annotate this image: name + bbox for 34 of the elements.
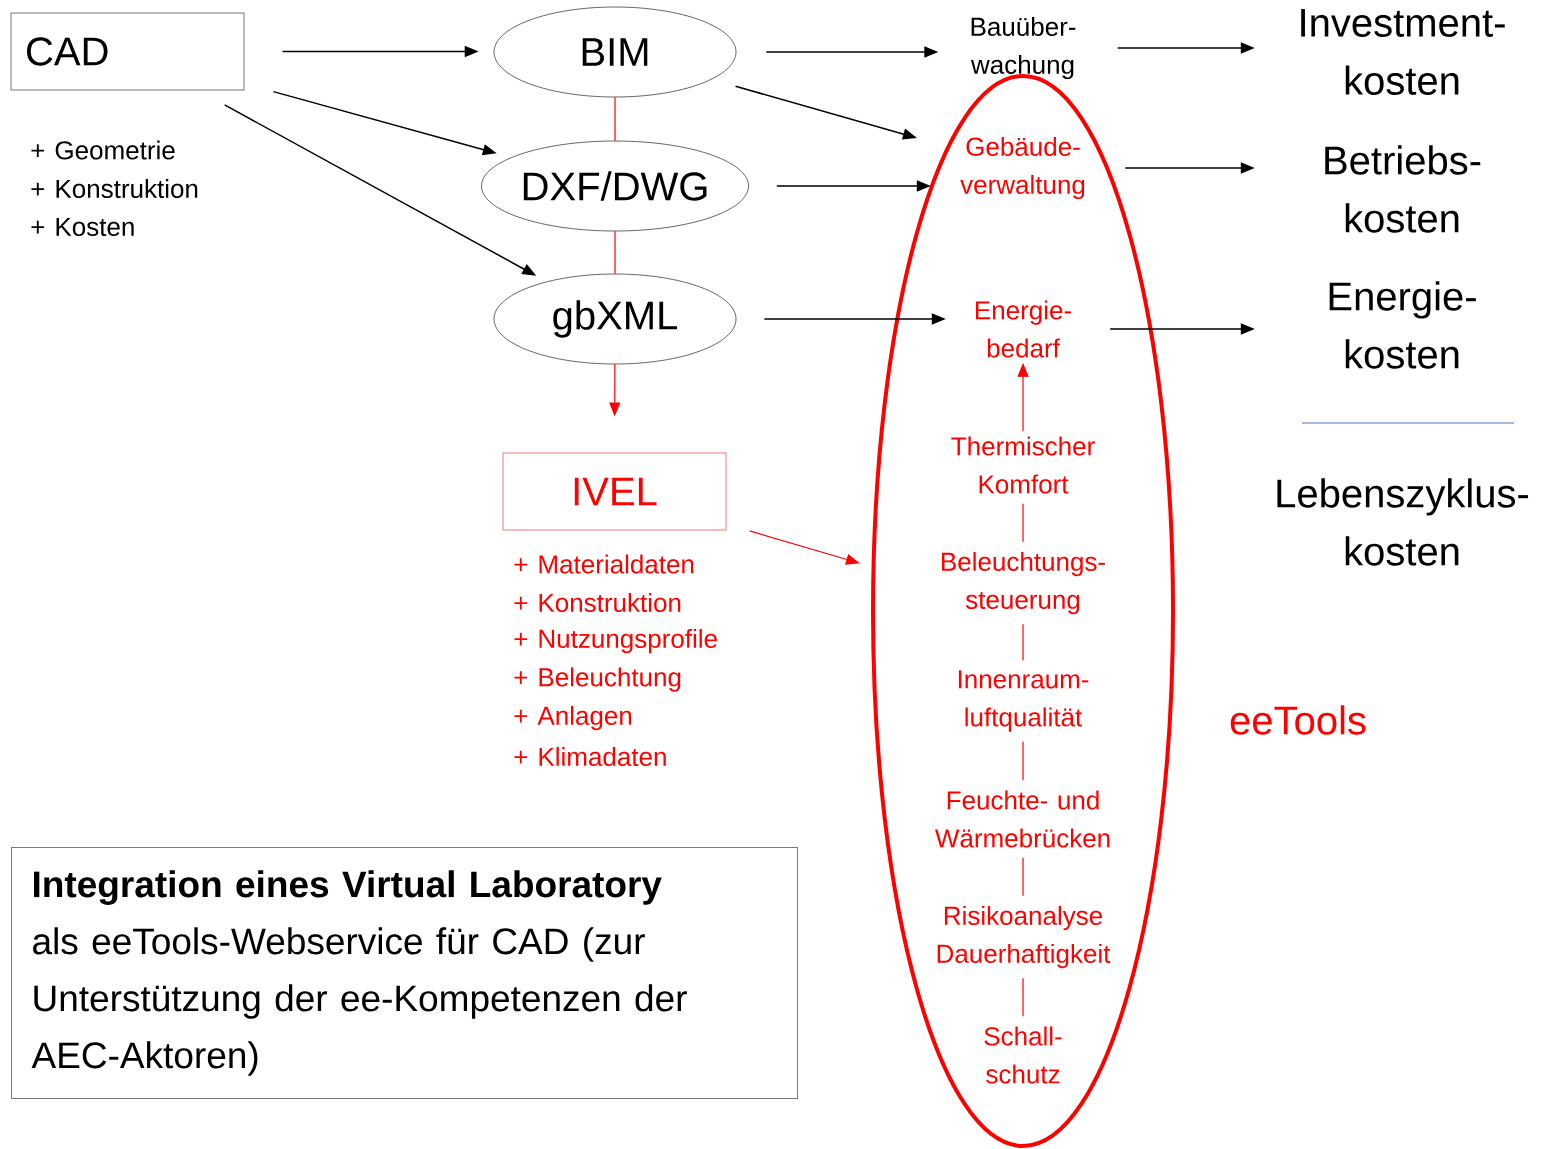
feature-list-item: + Beleuchtung xyxy=(514,667,681,692)
feature-list-item: + Nutzungsprofile xyxy=(514,628,717,654)
connector-line xyxy=(1022,623,1024,661)
feature-list-item: + Anlagen xyxy=(514,705,632,731)
connector-line xyxy=(1022,857,1024,897)
tool-name: eeTools xyxy=(1230,705,1366,735)
connector-line xyxy=(614,230,616,275)
cost-label: Lebenszyklus- kosten xyxy=(1277,478,1529,566)
topic-label: Risikoanalyse Dauerhaftigkeit xyxy=(937,905,1111,969)
cost-label: Betriebs- kosten xyxy=(1325,145,1481,233)
feature-list-item: + Materialdaten xyxy=(514,554,694,574)
info-box: Integration eines Virtual Laboratory als eeTools-Webservice für CAD (zur Unterstützung der ee-Kompetenzen der AEC-Aktoren) xyxy=(11,847,798,1099)
topic-label: Innenraum- luftqualität xyxy=(958,670,1089,732)
feature-list-item: + Konstruktion xyxy=(31,178,198,199)
topic-label: Thermischer Komfort xyxy=(951,436,1095,494)
process-box: CAD xyxy=(10,12,245,91)
connector-line xyxy=(1022,741,1024,781)
topic-label: Schall- schutz xyxy=(984,1026,1062,1084)
topic-label: Feuchte- und Wärmebrücken xyxy=(935,790,1110,848)
feature-list-item: + Klimadaten xyxy=(514,746,666,767)
cost-label: Investment- kosten xyxy=(1301,9,1505,95)
feature-list-item: + Kosten xyxy=(31,217,134,237)
topic-label: Gebäude- verwaltung xyxy=(960,136,1085,200)
process-label: Bauüber- wachung xyxy=(970,16,1076,80)
connector-line xyxy=(1022,977,1024,1017)
topic-label: Energie- bedarf xyxy=(976,300,1071,358)
feature-list-item: + Geometrie xyxy=(31,140,175,160)
cost-label: Energie- kosten xyxy=(1329,281,1476,369)
arrow xyxy=(748,530,860,565)
process-box: IVEL xyxy=(502,452,727,531)
connector-line xyxy=(1022,503,1024,543)
connector-line xyxy=(614,96,616,142)
feature-list-item: + Konstruktion xyxy=(514,592,681,613)
topic-label: Beleuchtungs- steuerung xyxy=(942,551,1105,615)
